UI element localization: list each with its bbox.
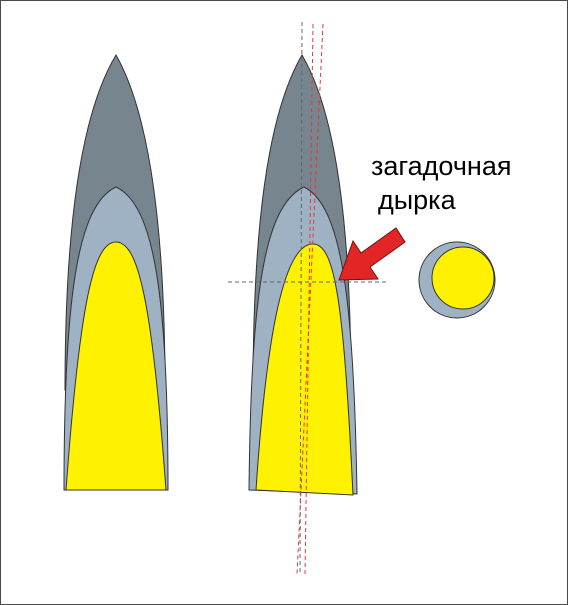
red-arrow-icon	[338, 227, 406, 281]
right-inner-core	[255, 243, 354, 496]
annotation-line-1: загадочная	[371, 151, 512, 181]
guide-lines	[228, 21, 388, 576]
vertical-guide-dark	[299, 21, 303, 576]
cross-section-core	[431, 246, 495, 310]
cross-section	[418, 241, 496, 319]
left-bullet	[63, 54, 169, 491]
vertical-guide-red-2	[296, 23, 324, 576]
left-inner-core	[65, 241, 167, 491]
vertical-guide-red-1	[304, 23, 314, 576]
annotation-line-2: дырка	[378, 185, 456, 215]
right-bullet	[248, 54, 358, 496]
